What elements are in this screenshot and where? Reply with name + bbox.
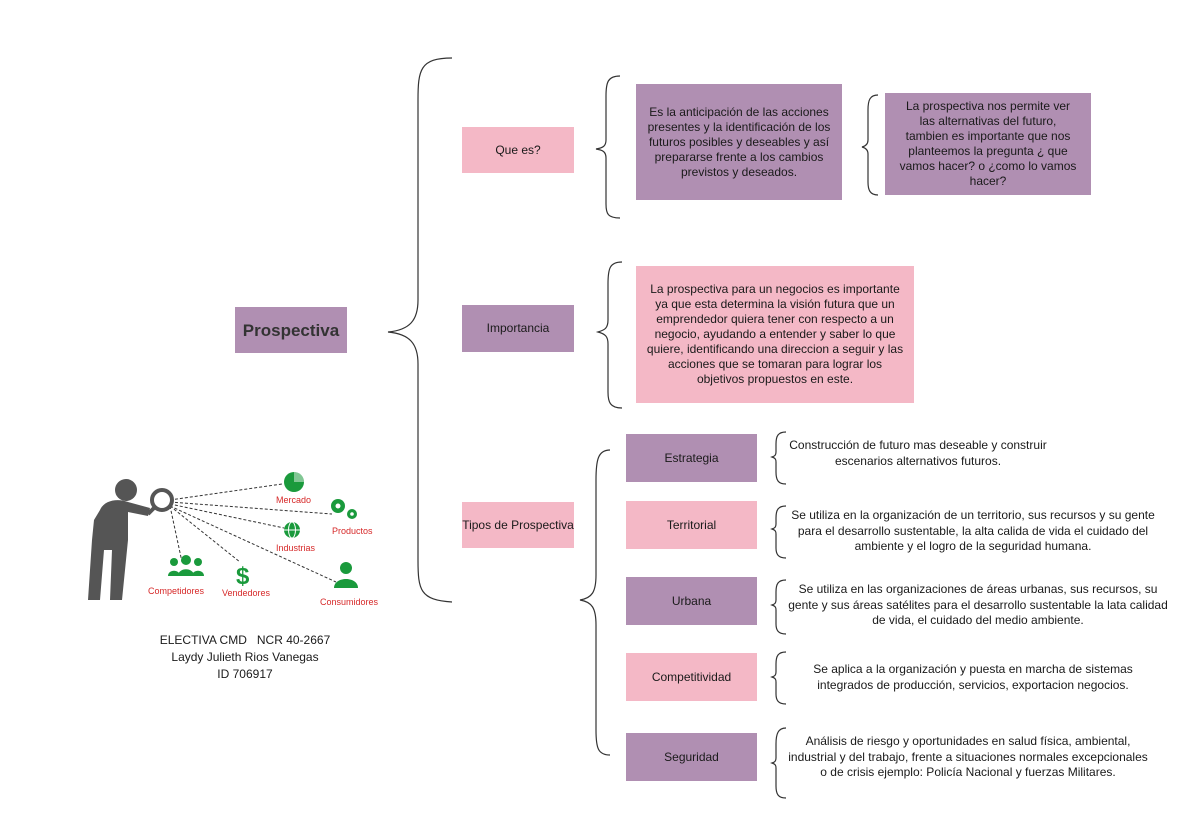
tipo-urbana: Urbana xyxy=(626,577,757,625)
que-es-detail: La prospectiva nos permite ver las alter… xyxy=(885,93,1091,195)
author-name: Laydy Julieth Rios Vanegas xyxy=(171,650,319,664)
label-mercado: Mercado xyxy=(276,495,311,505)
importancia-text-box: La prospectiva para un negocios es impor… xyxy=(636,266,914,403)
tipo-urbana-text: Se utiliza en las organizaciones de área… xyxy=(788,582,1168,627)
tipo-seguridad: Seguridad xyxy=(626,733,757,781)
tipos-label: Tipos de Prospectiva xyxy=(462,517,574,532)
gears-icon xyxy=(331,499,357,519)
tipo-seguridad-label: Seguridad xyxy=(664,749,719,764)
que-es-detail-text: La prospectiva nos permite ver las alter… xyxy=(899,99,1077,188)
tipo-territorial-text: Se utiliza en la organización de un terr… xyxy=(791,508,1155,553)
que-es-label: Que es? xyxy=(495,142,541,157)
user-icon xyxy=(334,562,358,588)
importancia-text: La prospectiva para un negocios es impor… xyxy=(646,282,904,386)
tipo-urbana-label: Urbana xyxy=(671,593,712,608)
globe-icon xyxy=(284,521,300,539)
tipo-seguridad-text: Análisis de riesgo y oportunidades en sa… xyxy=(788,734,1148,779)
tipo-competitividad-text: Se aplica a la organización y puesta en … xyxy=(813,662,1133,692)
tipo-territorial: Territorial xyxy=(626,501,757,549)
label-productos: Productos xyxy=(332,526,373,536)
que-es-definition: Es la anticipación de las acciones prese… xyxy=(636,84,842,200)
root-node: Prospectiva xyxy=(235,307,347,353)
label-vendedores: Vendedores xyxy=(222,588,271,598)
pie-chart-icon xyxy=(284,472,304,492)
root-title: Prospectiva xyxy=(242,320,340,340)
tipo-estrategia-text: Construcción de futuro mas deseable y co… xyxy=(789,438,1047,468)
label-consumidores: Consumidores xyxy=(320,597,379,607)
tipo-competitividad: Competitividad xyxy=(626,653,757,701)
tipo-territorial-label: Territorial xyxy=(666,517,717,532)
tipo-competitividad-label: Competitividad xyxy=(651,669,732,684)
author-id: ID 706917 xyxy=(217,667,273,681)
tipos-node: Tipos de Prospectiva xyxy=(462,502,574,548)
person-magnifier-icon xyxy=(88,479,174,600)
que-es-node: Que es? xyxy=(462,127,574,173)
group-icon xyxy=(168,555,204,576)
tipo-estrategia-label: Estrategia xyxy=(664,450,719,465)
importancia-node: Importancia xyxy=(462,305,574,352)
market-research-illustration: Mercado Productos Industrias Competidore… xyxy=(88,472,379,607)
dollar-icon: $ xyxy=(236,563,250,590)
importancia-label: Importancia xyxy=(486,321,550,335)
tipo-estrategia: Estrategia xyxy=(626,434,757,482)
que-es-definition-text: Es la anticipación de las acciones prese… xyxy=(647,104,831,179)
label-competidores: Competidores xyxy=(148,586,205,596)
label-industrias: Industrias xyxy=(276,543,316,553)
author-course: ELECTIVA CMD NCR 40-2667 xyxy=(159,633,331,647)
author-block: ELECTIVA CMD NCR 40-2667 Laydy Julieth R… xyxy=(130,632,360,683)
